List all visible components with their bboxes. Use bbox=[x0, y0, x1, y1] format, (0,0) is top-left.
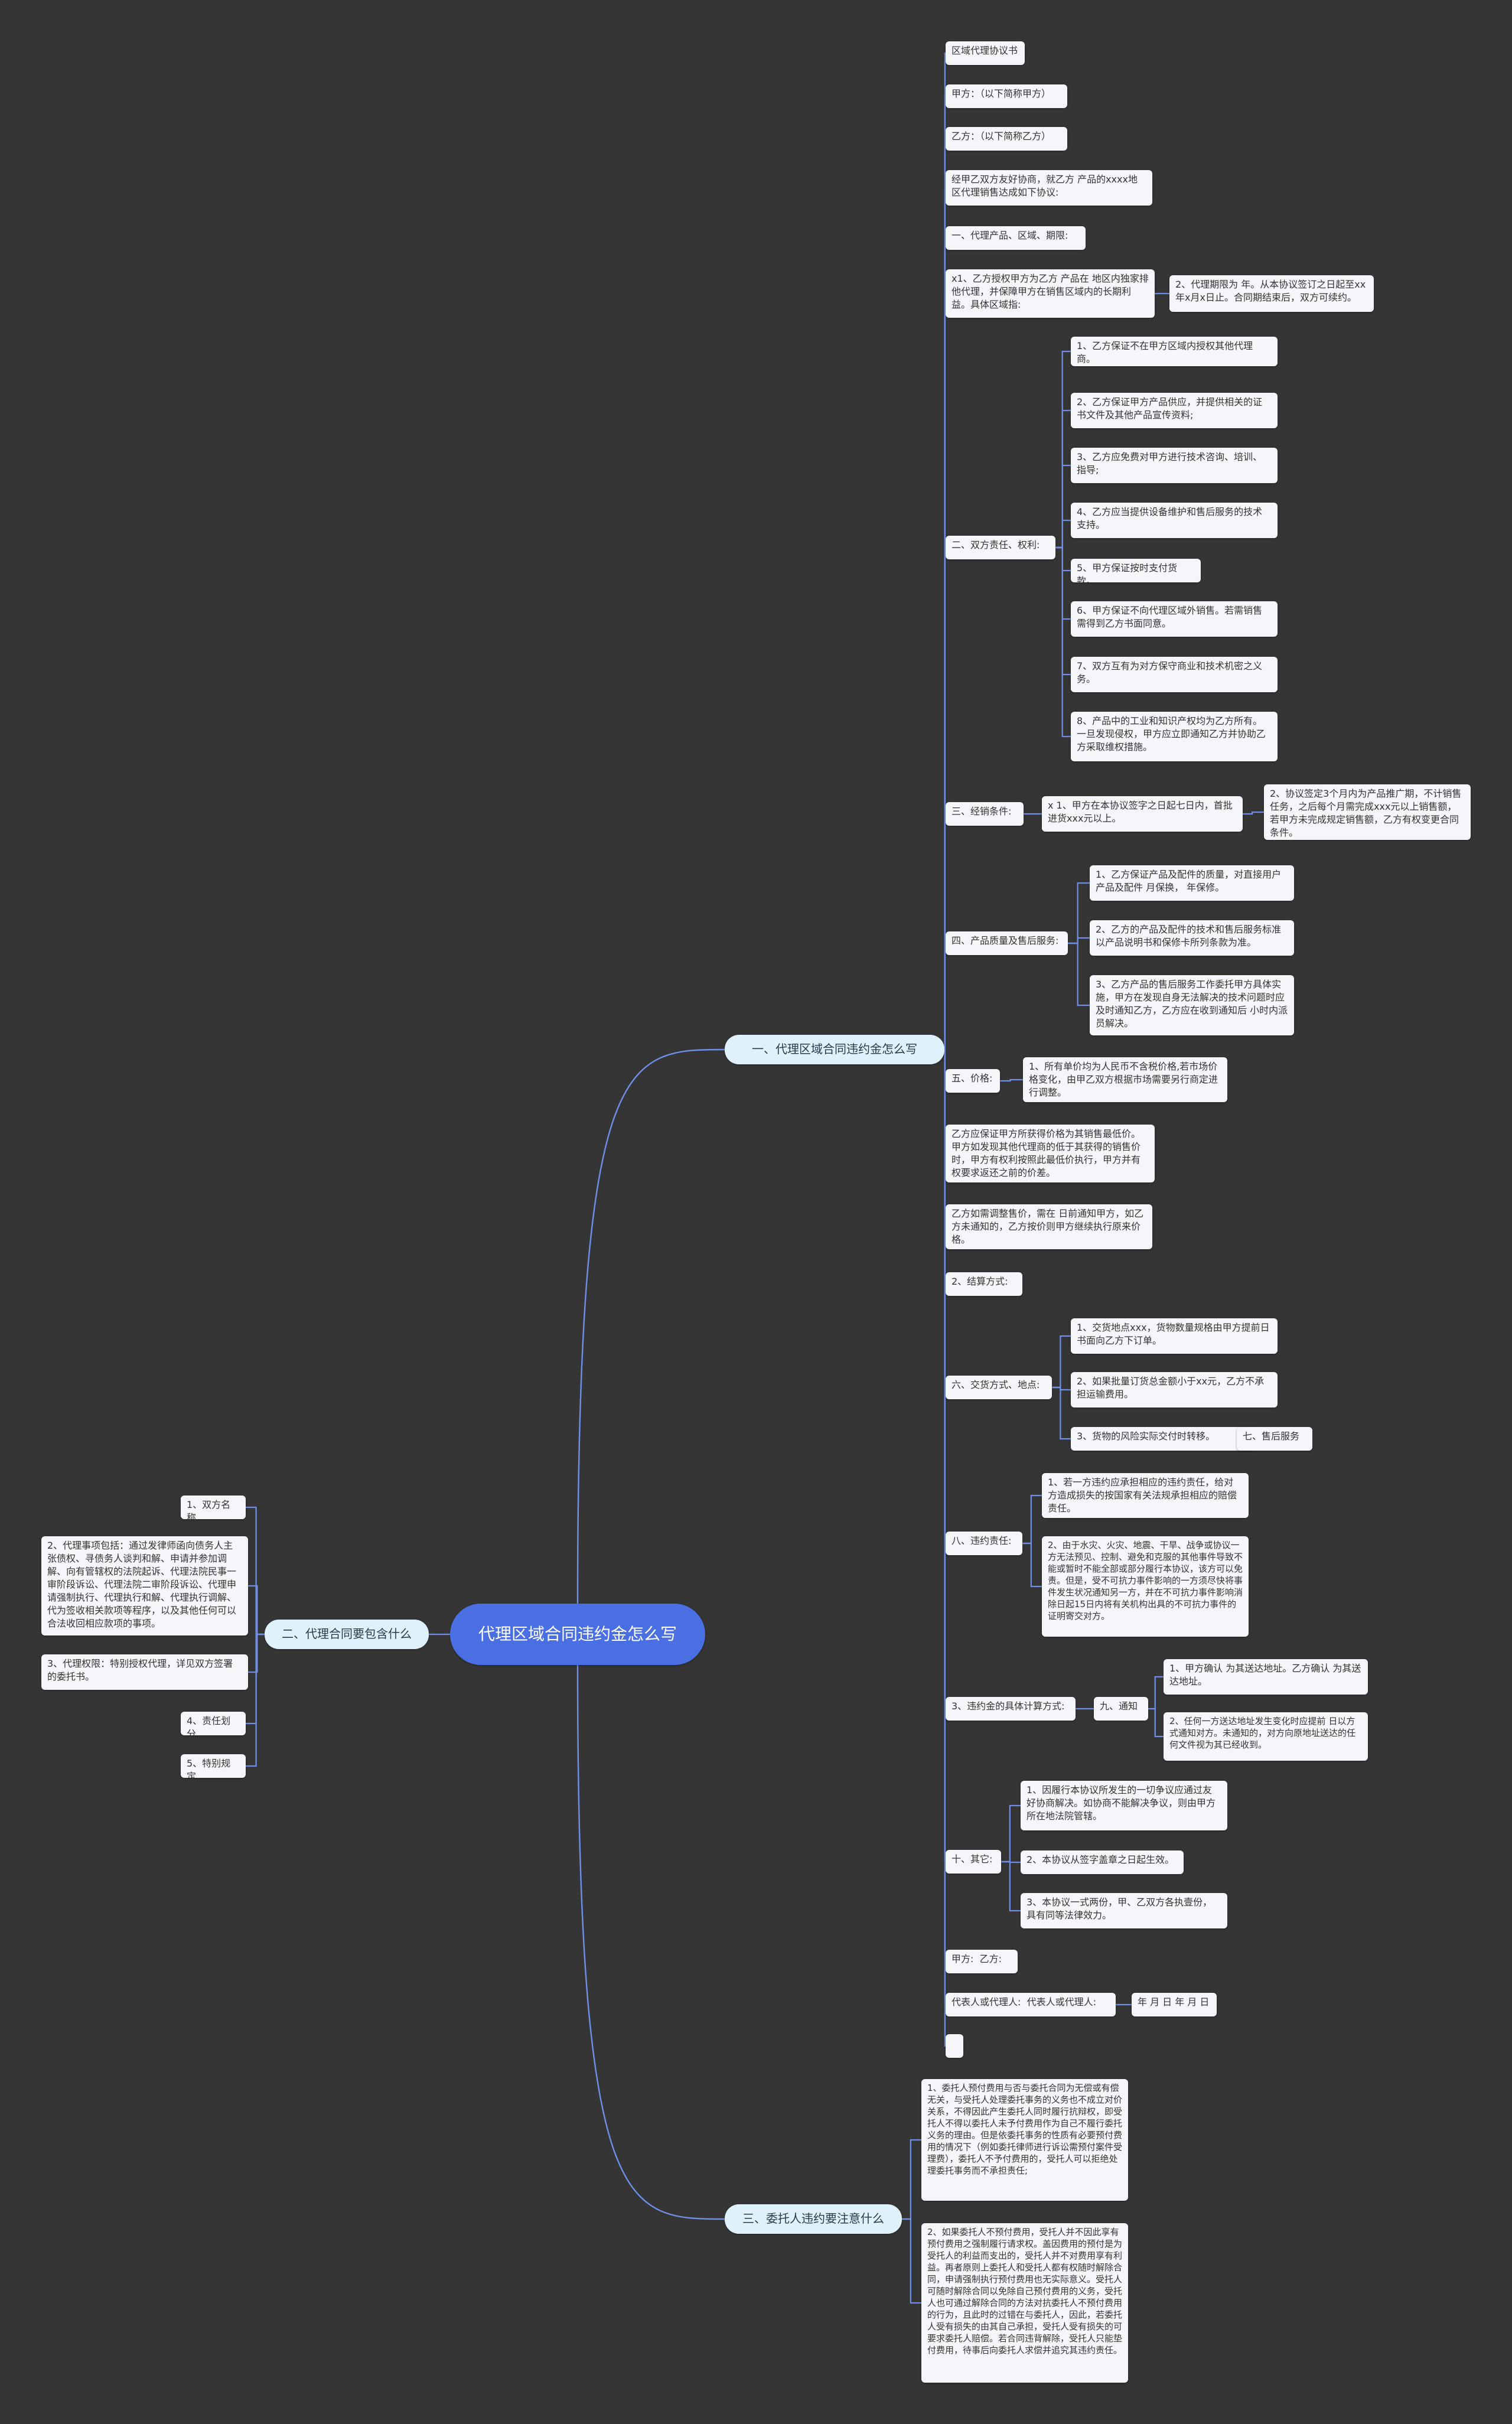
node-n16a[interactable]: 九、通知 bbox=[1094, 1697, 1148, 1721]
connector-n15a bbox=[1022, 1494, 1042, 1545]
node-n7g[interactable]: 7、双方互有为对方保守商业和技术机密之义务。 bbox=[1071, 657, 1278, 692]
node-n14b[interactable]: 2、如果批量订货总金额小于xx元，乙方不承担运输费用。 bbox=[1071, 1372, 1278, 1408]
connector-n9c bbox=[1068, 942, 1090, 1006]
connector-n20 bbox=[944, 1048, 946, 2047]
node-n16[interactable]: 3、违约金的具体计算方式: bbox=[946, 1697, 1076, 1721]
branch-b3[interactable]: 三、委托人违约要注意什么 bbox=[725, 2204, 902, 2234]
connector-n7a bbox=[1055, 350, 1071, 549]
node-k1[interactable]: 1、委托人预付费用与否与委托合同为无偿或有偿无关，与受托人处理委托事务的义务也不… bbox=[921, 2079, 1128, 2201]
node-n7c[interactable]: 3、乙方应免费对甲方进行技术咨询、培训、指导; bbox=[1071, 448, 1278, 483]
branch-b1[interactable]: 一、代理区域合同违约金怎么写 bbox=[725, 1035, 944, 1064]
node-n13[interactable]: 2、结算方式: bbox=[946, 1272, 1022, 1296]
node-m3[interactable]: 3、代理权限：特别授权代理，详见双方签署的委托书。 bbox=[41, 1654, 248, 1690]
node-n7f[interactable]: 6、甲方保证不向代理区域外销售。若需销售需得到乙方书面同意。 bbox=[1071, 601, 1278, 637]
node-n6a[interactable]: 2、代理期限为 年。从本协议签订之日起至xx年x月x日止。合同期结束后，双方可续… bbox=[1169, 275, 1374, 312]
node-k2[interactable]: 2、如果委托人不预付费用，受托人并不因此享有预付费用之强制履行请求权。盖因费用的… bbox=[921, 2223, 1128, 2383]
node-n10a[interactable]: 1、所有单价均为人民币不含税价格,若市场价格变化，由甲乙双方根据市场需要另行商定… bbox=[1023, 1057, 1227, 1102]
node-n3[interactable]: 乙方：（以下简称乙方） bbox=[946, 127, 1067, 151]
connector-n7f bbox=[1055, 546, 1071, 620]
node-n11[interactable]: 乙方应保证甲方所获得价格为其销售最低价。甲方如发现其他代理商的低于其获得的销售价… bbox=[946, 1125, 1155, 1182]
node-n7e[interactable]: 5、甲方保证按时支付货款。 bbox=[1071, 559, 1201, 582]
connector-n17c bbox=[1001, 1861, 1021, 1912]
node-m1[interactable]: 1、双方名称 bbox=[181, 1496, 246, 1519]
node-n15a[interactable]: 1、若一方违约应承担相应的违约责任，给对方造成损失的按国家有关法规承担相应的赔偿… bbox=[1042, 1473, 1249, 1518]
node-n7b[interactable]: 2、乙方保证甲方产品供应，并提供相关的证书文件及其他产品宣传资料; bbox=[1071, 393, 1278, 428]
connector-n14c bbox=[1052, 1386, 1071, 1440]
root-label: 代理区域合同违约金怎么写 bbox=[478, 1624, 677, 1644]
node-n9b[interactable]: 2、乙方的产品及配件的技术和售后服务标准以产品说明书和保修卡所列条款为准。 bbox=[1090, 920, 1294, 956]
node-n9a[interactable]: 1、乙方保证产品及配件的质量，对直接用户产品及配件 月保换， 年保修。 bbox=[1090, 865, 1294, 901]
branch-b2[interactable]: 二、代理合同要包含什么 bbox=[265, 1620, 429, 1649]
connector-n14a bbox=[1052, 1335, 1071, 1389]
connector-n17a bbox=[1001, 1804, 1021, 1863]
node-n7[interactable]: 二、双方责任、权利: bbox=[946, 536, 1055, 559]
node-n6[interactable]: x1、乙方授权甲方为乙方 产品在 地区内独家排他代理，并保障甲方在销售区域内的长… bbox=[946, 269, 1155, 318]
root-node[interactable]: 代理区域合同违约金怎么写 bbox=[450, 1604, 705, 1665]
connector-n7b bbox=[1055, 409, 1071, 549]
node-n8[interactable]: 三、经销条件: bbox=[946, 802, 1024, 826]
node-n15[interactable]: 八、违约责任: bbox=[946, 1532, 1022, 1555]
node-n7d[interactable]: 4、乙方应当提供设备维护和售后服务的技术支持。 bbox=[1071, 503, 1278, 538]
node-n8a[interactable]: x 1、甲方在本协议签字之日起七日内，首批进货xxx元以上。 bbox=[1042, 796, 1243, 832]
node-n12[interactable]: 乙方如需调整售价，需在 日前通知甲方，如乙方未通知的，乙方按价则甲方继续执行原来… bbox=[946, 1204, 1152, 1249]
node-m4[interactable]: 4、责任划分 bbox=[181, 1712, 246, 1735]
connector-n8a1 bbox=[1243, 811, 1264, 815]
node-n19a[interactable]: 年 月 日 年 月 日 bbox=[1132, 1993, 1217, 2016]
node-n10[interactable]: 五、价格: bbox=[946, 1069, 1000, 1093]
connector-n16a2 bbox=[1148, 1708, 1164, 1738]
connector-m1 bbox=[246, 1506, 265, 1635]
node-n9[interactable]: 四、产品质量及售后服务: bbox=[946, 931, 1068, 955]
connector-n7c bbox=[1055, 464, 1071, 549]
node-n17[interactable]: 十、其它: bbox=[946, 1850, 1001, 1874]
node-n5[interactable]: 一、代理产品、区域、期限: bbox=[946, 226, 1086, 250]
connector-b3 bbox=[576, 1664, 725, 2220]
connector-m5 bbox=[246, 1633, 265, 1767]
connector-n7h bbox=[1055, 546, 1071, 738]
connector-n7g bbox=[1055, 546, 1071, 676]
node-n9c[interactable]: 3、乙方产品的售后服务工作委托甲方具体实施，甲方在发现自身无法解决的技术问题时应… bbox=[1090, 975, 1294, 1035]
connector-k1 bbox=[902, 2139, 921, 2220]
connector-k2 bbox=[902, 2218, 921, 2304]
node-n2[interactable]: 甲方：（以下简称甲方） bbox=[946, 84, 1067, 108]
connector-n15b bbox=[1022, 1542, 1042, 1588]
node-n15b[interactable]: 2、由于水灾、火灾、地震、干旱、战争或协议一方无法预见、控制、避免和克服的其他事… bbox=[1042, 1536, 1249, 1637]
connector-n7e bbox=[1055, 546, 1071, 572]
node-n17c[interactable]: 3、本协议一式两份，甲、乙双方各执壹份，具有同等法律效力。 bbox=[1021, 1893, 1227, 1928]
connector-n16a1 bbox=[1148, 1676, 1164, 1710]
node-n14a[interactable]: 1、交货地点xxx，货物数量规格由甲方提前日书面向乙方下订单。 bbox=[1071, 1318, 1278, 1354]
node-n4[interactable]: 经甲乙双方友好协商，就乙方 产品的xxxx地区代理销售达成如下协议: bbox=[946, 170, 1152, 206]
node-n18[interactable]: 甲方: 乙方: bbox=[946, 1950, 1018, 1973]
connector-n9 bbox=[944, 942, 946, 1051]
connector-n9b bbox=[1068, 937, 1090, 944]
connector-n7d bbox=[1055, 519, 1071, 549]
node-m2[interactable]: 2、代理事项包括：通过发律师函向债务人主张债权、寻债务人谈判和解、申请并参加调解… bbox=[41, 1536, 248, 1635]
node-n7h[interactable]: 8、产品中的工业和知识产权均为乙方所有。一旦发现侵权，甲方应立即通知乙方并协助乙… bbox=[1071, 712, 1278, 761]
connector-b1 bbox=[576, 1048, 725, 1604]
node-m5[interactable]: 5、特别规定 bbox=[181, 1754, 246, 1778]
node-n14c1[interactable]: 七、售后服务 bbox=[1237, 1427, 1312, 1451]
node-n14[interactable]: 六、交货方式、地点: bbox=[946, 1376, 1052, 1399]
node-n17a[interactable]: 1、因履行本协议所发生的一切争议应通过友好协商解决。如协商不能解决争议，则由甲方… bbox=[1021, 1781, 1227, 1830]
node-n16a1[interactable]: 1、甲方确认 为其送达地址。乙方确认 为其送达地址。 bbox=[1164, 1659, 1368, 1695]
node-n7a[interactable]: 1、乙方保证不在甲方区域内授权其他代理商。 bbox=[1071, 337, 1278, 366]
connector-n10a bbox=[1000, 1079, 1023, 1082]
node-n16a2[interactable]: 2、任何一方送达地址发生变化时应提前 日以方式通知对方。未通知的，对方向原地址送… bbox=[1164, 1712, 1368, 1761]
node-n19[interactable]: 代表人或代理人: 代表人或代理人: bbox=[946, 1993, 1116, 2016]
node-n20[interactable] bbox=[946, 2034, 963, 2058]
node-n8a1[interactable]: 2、协议签定3个月内为产品推广期，不计销售任务，之后每个月需完成xxx元以上销售… bbox=[1264, 784, 1471, 840]
node-n1[interactable]: 区域代理协议书 bbox=[946, 41, 1025, 65]
node-n14c[interactable]: 3、货物的风险实际交付时转移。 bbox=[1071, 1427, 1255, 1451]
connector-n9a bbox=[1068, 882, 1090, 944]
connector-m4 bbox=[246, 1633, 265, 1725]
node-n17b[interactable]: 2、本协议从签字盖章之日起生效。 bbox=[1021, 1850, 1184, 1874]
